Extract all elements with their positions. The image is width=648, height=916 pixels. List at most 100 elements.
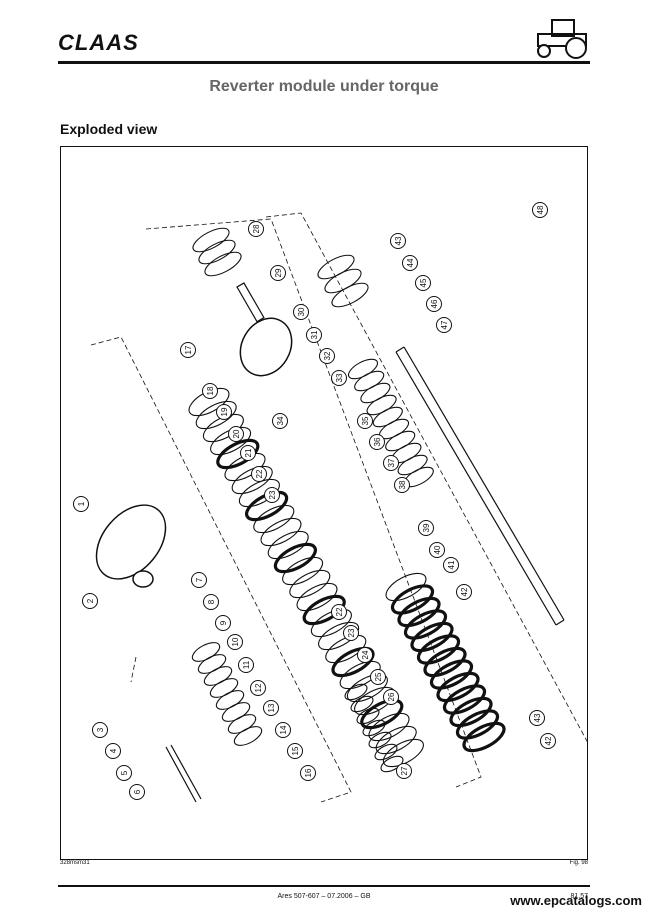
watermark: www.epcatalogs.com	[510, 893, 642, 908]
callout-3: 3	[92, 722, 108, 738]
svg-text:33: 33	[335, 373, 344, 382]
callout-29: 29	[270, 265, 286, 281]
svg-text:14: 14	[279, 725, 288, 734]
ring-part	[344, 683, 368, 701]
ring-part	[360, 698, 404, 730]
svg-text:10: 10	[231, 637, 240, 646]
callout-17: 17	[180, 342, 196, 358]
svg-text:8: 8	[207, 599, 216, 604]
cover-2	[95, 504, 167, 588]
ring-part	[346, 673, 388, 703]
ring-part	[198, 239, 236, 265]
svg-text:29: 29	[274, 268, 283, 277]
callout-10: 10	[227, 634, 243, 650]
ring-part	[390, 584, 435, 615]
svg-text:45: 45	[419, 278, 428, 287]
ring-part	[197, 654, 227, 674]
ring-part	[354, 370, 385, 392]
exploded-view-drawing: 1234567891011121314151617181920212223222…	[73, 202, 587, 803]
ring-part	[202, 413, 244, 443]
svg-text:11: 11	[242, 660, 251, 669]
brand-logo: CLAAS	[58, 30, 139, 55]
ring-part	[382, 738, 424, 768]
callout-21: 21	[240, 445, 256, 461]
svg-text:25: 25	[374, 672, 383, 681]
callout-25: 25	[370, 669, 386, 685]
svg-text:21: 21	[244, 448, 253, 457]
footer-document-id: Ares 507-607 – 07.2006 – GB	[277, 893, 371, 900]
svg-text:46: 46	[430, 299, 439, 308]
footer-rule	[58, 885, 590, 887]
svg-text:31: 31	[310, 330, 319, 339]
svg-text:36: 36	[373, 437, 382, 446]
svg-text:38: 38	[398, 480, 407, 489]
shaft-6	[165, 744, 202, 803]
svg-text:37: 37	[387, 458, 396, 467]
callout-30: 30	[293, 304, 309, 320]
ring-part	[325, 634, 367, 664]
ring-part	[331, 646, 375, 678]
ring-part	[442, 684, 487, 715]
callout-44: 44	[402, 255, 418, 271]
assembly-envelopes	[90, 212, 587, 803]
callout-14: 14	[275, 722, 291, 738]
callout-45: 45	[415, 275, 431, 291]
svg-text:23: 23	[347, 628, 356, 637]
ring-part	[209, 678, 239, 698]
callout-47: 47	[436, 317, 452, 333]
ring-part	[203, 666, 233, 686]
page-title: Reverter module under torque	[209, 78, 439, 95]
svg-text:20: 20	[232, 429, 241, 438]
figure-number: Fig. 98	[569, 860, 588, 866]
ring-part	[397, 596, 441, 628]
svg-text:5: 5	[120, 770, 129, 775]
svg-text:7: 7	[195, 577, 204, 582]
svg-text:39: 39	[422, 523, 431, 532]
ring-stack	[188, 227, 506, 773]
ring-part	[253, 504, 295, 534]
ring-part	[273, 542, 317, 574]
ring-part	[397, 454, 428, 476]
ring-part	[375, 725, 417, 755]
svg-text:12: 12	[254, 683, 263, 692]
ring-part	[245, 490, 289, 522]
svg-text:4: 4	[109, 748, 118, 753]
ring-part	[260, 517, 302, 547]
callout-2: 2	[82, 593, 98, 609]
svg-text:18: 18	[206, 386, 215, 395]
ring-part	[221, 702, 251, 722]
svg-text:30: 30	[297, 307, 306, 316]
callout-28: 28	[248, 221, 264, 237]
ring-part	[416, 634, 461, 665]
callout-5: 5	[116, 765, 132, 781]
callout-46: 46	[426, 296, 442, 312]
ring-part	[455, 709, 500, 740]
ring-part	[331, 282, 369, 308]
svg-text:27: 27	[400, 766, 409, 775]
ring-part	[310, 608, 352, 638]
svg-text:34: 34	[276, 416, 285, 425]
svg-text:15: 15	[291, 746, 300, 755]
svg-text:24: 24	[361, 650, 370, 659]
svg-text:48: 48	[536, 205, 545, 214]
ring-part	[317, 254, 355, 280]
callout-9: 9	[215, 615, 231, 631]
ring-part	[385, 430, 416, 452]
ring-part	[362, 719, 386, 737]
svg-text:16: 16	[304, 768, 313, 777]
ring-part	[233, 726, 263, 746]
shaft-48	[395, 346, 565, 626]
ring-part	[385, 572, 427, 602]
callout-24: 24	[357, 647, 373, 663]
callout-42: 42	[540, 733, 556, 749]
svg-text:28: 28	[252, 224, 261, 233]
callout-38: 38	[394, 477, 410, 493]
svg-text:22: 22	[335, 607, 344, 616]
ring-part	[302, 594, 346, 626]
callout-35: 35	[357, 413, 373, 429]
callout-16: 16	[300, 765, 316, 781]
svg-text:17: 17	[184, 345, 193, 354]
ring-part	[227, 714, 257, 734]
svg-text:26: 26	[387, 692, 396, 701]
ring-part	[436, 671, 480, 703]
